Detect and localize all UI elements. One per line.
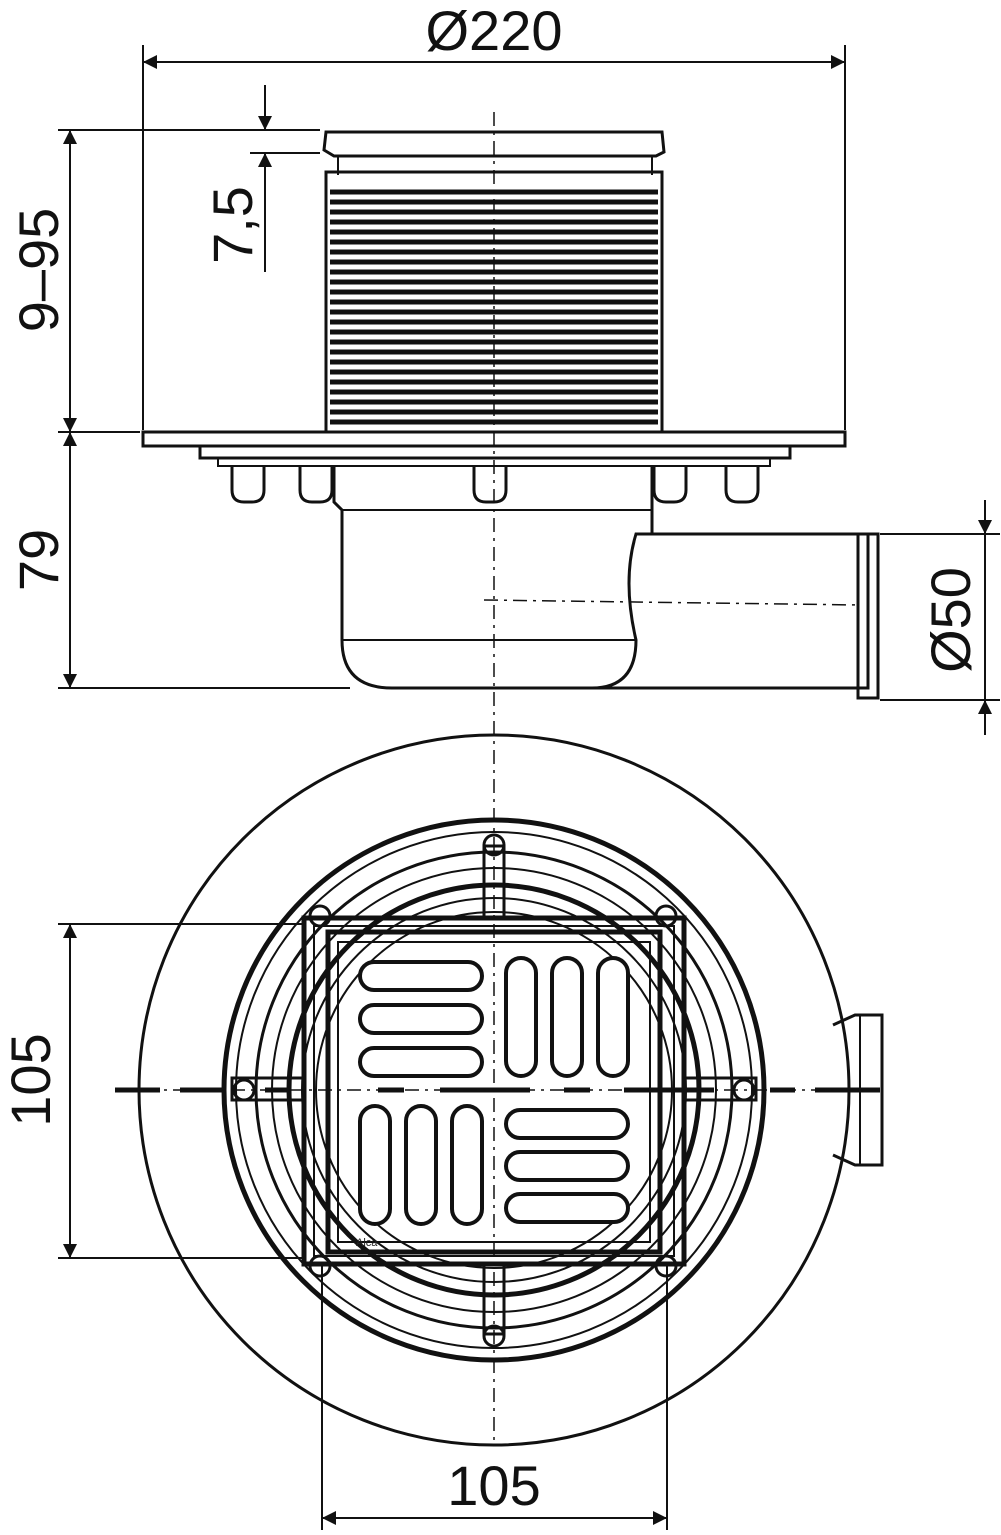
overall-diameter-dimension: Ø220 (142, 0, 846, 430)
outlet-stub (832, 1013, 884, 1167)
screw-bosses (230, 466, 760, 504)
small-adjust-dimension: 7,5 (201, 85, 320, 272)
overall-diameter-label: Ø220 (426, 0, 563, 62)
body-height-label: 79 (7, 529, 70, 591)
grate-logo: Alca (356, 1237, 378, 1249)
top-view: Alca 105 105 (0, 733, 884, 1530)
side-view: Ø220 9–95 7,5 79 (7, 0, 1000, 750)
height-adjust-dimension: 9–95 (7, 129, 320, 433)
outlet-diameter-label: Ø50 (919, 567, 982, 673)
grate-height-dimension: 105 (0, 923, 304, 1259)
height-adjust-label: 9–95 (7, 208, 70, 333)
grate-width-label: 105 (447, 1454, 540, 1517)
body-height-dimension: 79 (7, 432, 350, 689)
grate-height-label: 105 (0, 1033, 62, 1126)
grate-width-dimension: 105 (321, 1264, 668, 1530)
small-adjust-label: 7,5 (201, 186, 264, 264)
outlet-diameter-dimension: Ø50 (880, 500, 1000, 735)
trap-body (332, 466, 880, 700)
center-axes (115, 750, 880, 1440)
grate-slots (358, 956, 630, 1226)
